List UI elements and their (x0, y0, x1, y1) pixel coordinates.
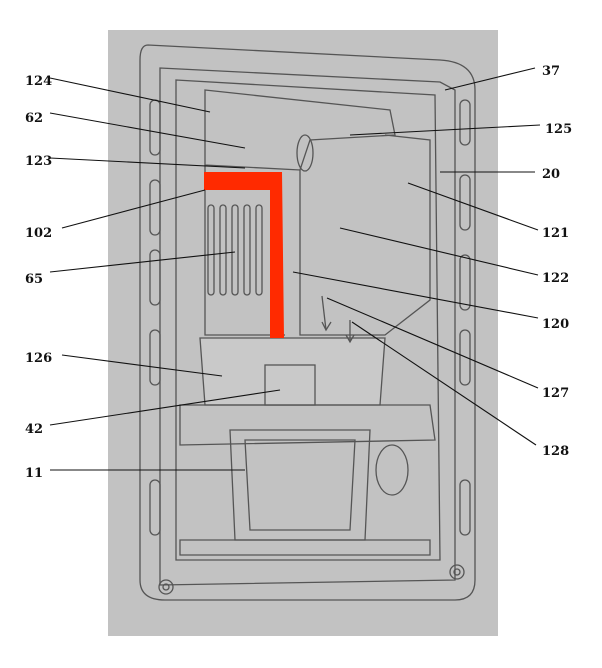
label-128: 128 (542, 444, 569, 459)
label-123: 123 (25, 154, 52, 169)
label-37: 37 (542, 64, 560, 79)
highlighted-part-102 (204, 172, 284, 338)
stove-drawing (139, 44, 476, 601)
label-121: 121 (542, 226, 569, 241)
label-127: 127 (542, 386, 569, 401)
label-120: 120 (542, 317, 569, 332)
label-124: 124 (25, 74, 52, 89)
grate-slots (207, 204, 263, 296)
label-65: 65 (25, 272, 43, 287)
label-62: 62 (25, 111, 43, 126)
label-42: 42 (25, 422, 43, 437)
leader-lines (49, 67, 541, 471)
label-20: 20 (542, 167, 560, 182)
label-102: 102 (25, 226, 52, 241)
label-126: 126 (25, 351, 52, 366)
frame-slots (149, 99, 471, 536)
label-125: 125 (545, 122, 572, 137)
label-11: 11 (25, 466, 43, 481)
label-122: 122 (542, 271, 569, 286)
